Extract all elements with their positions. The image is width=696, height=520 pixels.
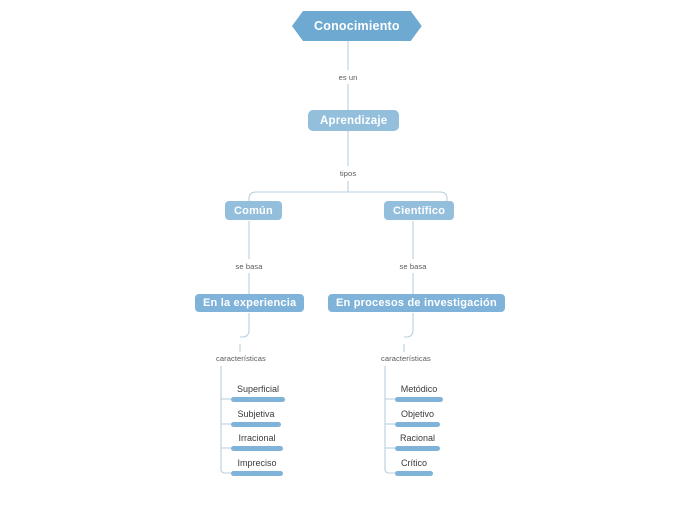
node-comun-label: Común: [234, 204, 273, 217]
edge-label-se-basa-comun: se basa: [235, 262, 263, 271]
caption-caracteristicas-cientifico: características: [381, 354, 431, 363]
edge-label-es-un: es un: [338, 73, 358, 82]
edge-label-se-basa-cientifico: se basa: [399, 262, 427, 271]
caption-caracteristicas-comun: características: [216, 354, 266, 363]
node-comun[interactable]: Común: [225, 201, 282, 220]
edge-left-spine: [220, 366, 231, 474]
leaf-metodico[interactable]: Metódico: [395, 384, 443, 402]
leaf-irracional-bar: [231, 446, 283, 451]
node-cientifico[interactable]: Científico: [384, 201, 455, 220]
leaf-impreciso-bar: [231, 471, 283, 476]
node-en-la-experiencia-label: En la experiencia: [203, 297, 297, 309]
leaf-irracional[interactable]: Irracional: [231, 433, 283, 451]
edge-label-tipos: tipos: [339, 169, 357, 178]
node-en-la-experiencia[interactable]: En la experiencia: [195, 294, 305, 312]
leaf-racional-label: Racional: [399, 433, 436, 443]
edge-procesos-caracteristicas: [404, 313, 414, 338]
leaf-subjetiva-label: Subjetiva: [237, 409, 275, 419]
leaf-superficial-label: Superficial: [236, 384, 280, 394]
leaf-critico[interactable]: Crítico: [395, 458, 433, 476]
node-en-procesos-de-investigacion[interactable]: En procesos de investigación: [328, 294, 505, 312]
leaf-subjetiva-bar: [231, 422, 281, 427]
leaf-irracional-label: Irracional: [238, 433, 276, 443]
leaf-objetivo[interactable]: Objetivo: [395, 409, 440, 427]
node-en-procesos-de-investigacion-label: En procesos de investigación: [336, 297, 497, 309]
leaf-objetivo-bar: [395, 422, 440, 427]
leaf-impreciso[interactable]: Impreciso: [231, 458, 283, 476]
node-cientifico-label: Científico: [393, 204, 446, 217]
leaf-racional-bar: [395, 446, 440, 451]
edge-experiencia-caracteristicas: [240, 313, 250, 338]
leaf-metodico-label: Metódico: [400, 384, 438, 394]
leaf-racional[interactable]: Racional: [395, 433, 440, 451]
node-aprendizaje-label: Aprendizaje: [320, 114, 388, 127]
node-aprendizaje[interactable]: Aprendizaje: [308, 110, 400, 131]
leaf-critico-label: Crítico: [400, 458, 427, 468]
leaf-subjetiva[interactable]: Subjetiva: [231, 409, 281, 427]
leaf-objetivo-label: Objetivo: [400, 409, 435, 419]
node-conocimiento-label: Conocimiento: [314, 19, 400, 33]
leaf-impreciso-label: Impreciso: [237, 458, 277, 468]
leaf-metodico-bar: [395, 397, 443, 402]
leaf-critico-bar: [395, 471, 433, 476]
leaf-superficial-bar: [231, 397, 285, 402]
leaf-superficial[interactable]: Superficial: [231, 384, 285, 402]
edge-right-spine: [384, 366, 395, 474]
node-conocimiento[interactable]: Conocimiento: [292, 11, 422, 41]
